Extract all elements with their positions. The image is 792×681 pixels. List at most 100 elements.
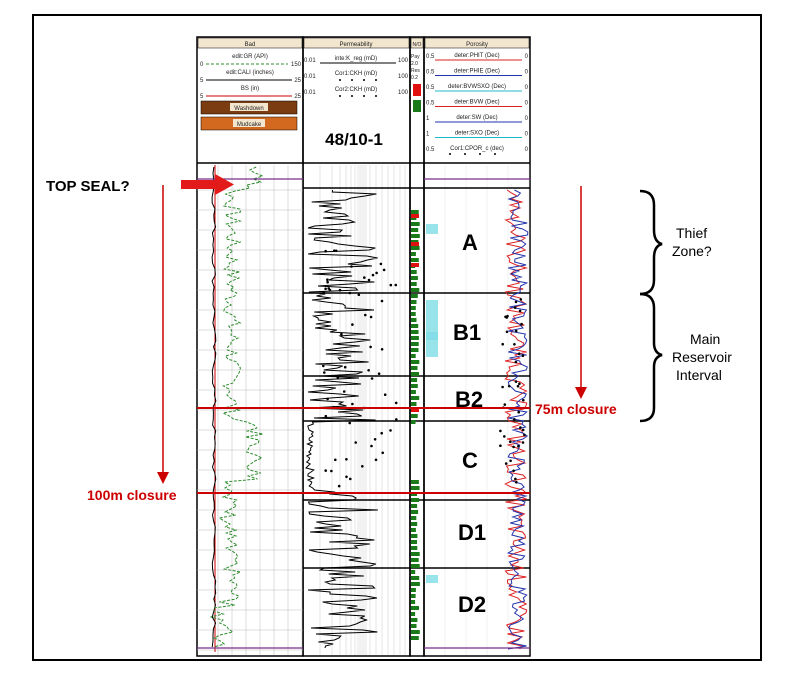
- net-pay-flag: [411, 306, 416, 310]
- no-track-legend: Pay 2.0 Res 0.2: [411, 54, 421, 112]
- closure-75m-label: 75m closure: [535, 401, 617, 417]
- core-poro-point: [501, 342, 505, 346]
- bs-curve-min: 5: [200, 94, 204, 100]
- core-perm-point: [370, 444, 373, 448]
- core-perm-point: [324, 414, 328, 418]
- porosity-dot-swatch: [479, 153, 481, 155]
- main-reservoir-line3: Interval: [676, 367, 722, 383]
- core-poro-point: [504, 462, 508, 465]
- core-poro-point: [521, 441, 525, 444]
- core-perm-point: [379, 262, 383, 266]
- net-pay-flag: [411, 522, 418, 526]
- net-pay-flag: [411, 540, 417, 544]
- cali-curve-max: 25: [294, 78, 301, 84]
- net-pay-flag: [411, 324, 419, 328]
- core-perm-point: [374, 458, 378, 462]
- net-pay-flag: [411, 570, 416, 574]
- porosity-curve-max: 0: [525, 70, 529, 76]
- core-perm-point: [345, 458, 348, 461]
- core-perm-point: [326, 397, 329, 401]
- core-poro-point: [516, 384, 520, 388]
- core-perm-point: [369, 315, 373, 319]
- permeability-track-legend: 0.01 inte:K_reg (mD) 100 0.01 Cor1:CKH (…: [304, 56, 409, 149]
- core-perm-point: [351, 402, 354, 406]
- core-perm-point: [345, 475, 348, 479]
- core-perm-point: [394, 401, 398, 405]
- zone-d2-label: D2: [458, 592, 486, 617]
- bs-curve-name: BS (in): [241, 86, 259, 92]
- well-name: 48/10-1: [325, 130, 383, 149]
- porosity-curve-min: 0.5: [426, 70, 435, 76]
- track-headers: Bad Permeability N/O Porosity: [197, 37, 530, 49]
- net-pay-flag: [411, 276, 418, 280]
- pay-flag-swatch: [413, 100, 421, 112]
- net-pay-flag: [411, 486, 420, 490]
- core-porosity-points: [499, 298, 526, 484]
- core-perm-point: [380, 348, 384, 351]
- net-pay-flag: [411, 258, 419, 262]
- core-perm-point: [326, 278, 329, 282]
- core-poro-point: [513, 306, 517, 309]
- kreg-max: 100: [398, 58, 409, 64]
- core-poro-point: [503, 403, 507, 406]
- net-pay-flag: [411, 210, 419, 214]
- core-perm-point: [324, 287, 327, 291]
- core-perm-point: [389, 283, 393, 287]
- net-pay-flag: [411, 234, 420, 238]
- cor1-min: 0.01: [304, 74, 316, 80]
- porosity-curve-max: 0: [525, 54, 529, 60]
- core-poro-point: [514, 360, 518, 364]
- core-perm-point: [375, 271, 378, 275]
- res-flag: [411, 242, 419, 246]
- net-pay-flag: [411, 498, 420, 502]
- log-body: [197, 162, 530, 655]
- porosity-dot-swatch: [494, 153, 496, 155]
- porosity-curve-name: Cor1:CPOR_c (dec): [450, 146, 504, 152]
- thief-zone-line1: Thief: [676, 225, 707, 241]
- net-pay-flag: [411, 300, 417, 304]
- core-perm-point: [348, 421, 352, 425]
- porosity-curve-name: deter:PHIT (Dec): [454, 53, 499, 59]
- net-pay-flag: [411, 606, 419, 610]
- core-poro-point: [523, 433, 526, 437]
- core-poro-point: [514, 300, 518, 304]
- porosity-curve-min: 0.5: [426, 85, 435, 91]
- core-perm-point: [367, 369, 370, 372]
- core-perm-point: [380, 299, 384, 303]
- net-pay-flag: [411, 318, 417, 322]
- net-pay-flag: [411, 414, 418, 418]
- zone-c-label: C: [462, 448, 478, 473]
- net-pay-flag: [411, 582, 420, 586]
- net-pay-flag: [411, 390, 416, 394]
- porosity-track-title: Porosity: [466, 42, 488, 48]
- porosity-dot-swatch: [449, 153, 451, 155]
- top-seal-label: TOP SEAL?: [46, 178, 130, 195]
- net-pay-flag: [411, 618, 418, 622]
- main-reservoir-brace: [639, 292, 663, 423]
- res-flag: [411, 214, 419, 218]
- core-perm-point: [322, 364, 325, 368]
- gr-curve-min: 0: [200, 62, 204, 68]
- core-poro-point: [517, 352, 521, 356]
- net-pay-flag: [411, 516, 417, 520]
- figure-frame: [32, 14, 762, 661]
- core-perm-point: [380, 431, 384, 435]
- top-seal-arrow: [181, 174, 234, 195]
- core-perm-point: [334, 458, 337, 462]
- core-poro-point: [521, 428, 525, 432]
- porosity-curve-min: 0.5: [426, 147, 435, 153]
- core-poro-point: [514, 477, 517, 481]
- net-pay-flag: [411, 354, 416, 358]
- core-poro-point: [519, 426, 522, 429]
- core-poro-point: [517, 410, 520, 414]
- porosity-dot-swatch: [464, 153, 466, 155]
- core-perm-point: [383, 393, 387, 397]
- core-perm-point: [361, 465, 364, 468]
- porosity-curve-min: 1: [426, 116, 430, 122]
- core-perm-point: [349, 477, 352, 481]
- net-pay-flag: [411, 402, 417, 406]
- net-pay-flag: [411, 330, 419, 334]
- net-pay-flag: [411, 564, 420, 568]
- core-poro-point: [517, 444, 520, 448]
